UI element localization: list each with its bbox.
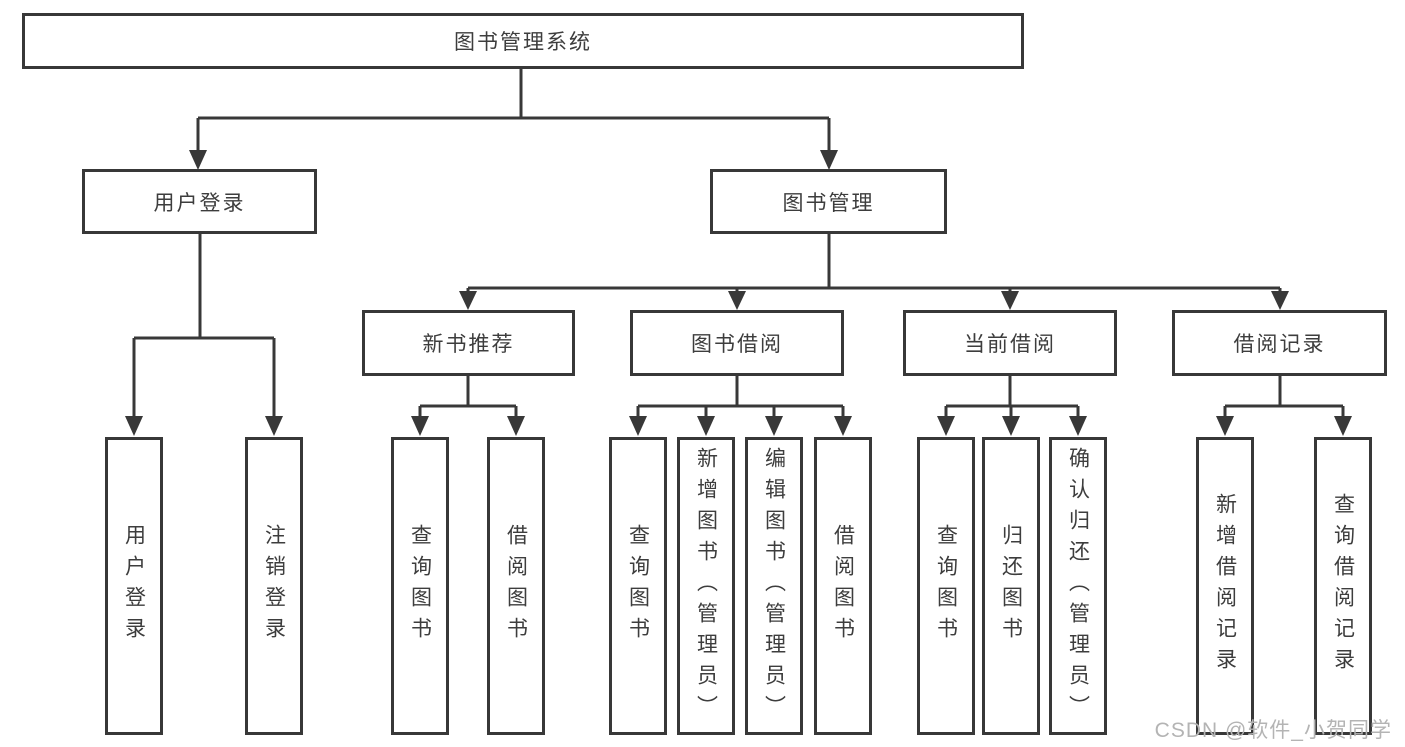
leaf-label: 借阅图书 bbox=[504, 524, 528, 648]
arrow-down-icon bbox=[411, 416, 429, 436]
connector-new-book-recommend bbox=[418, 375, 518, 422]
arrow-down-icon bbox=[820, 150, 838, 170]
leaf-query-book-recommend: 查询图书 bbox=[391, 437, 449, 735]
leaf-borrow-book: 借阅图书 bbox=[814, 437, 872, 735]
node-root: 图书管理系统 bbox=[22, 13, 1024, 69]
leaf-return-book: 归还图书 bbox=[982, 437, 1040, 735]
arrowheads bbox=[125, 150, 1352, 436]
leaf-user-login: 用户登录 bbox=[105, 437, 163, 735]
connector-book-management bbox=[466, 233, 1282, 296]
arrow-down-icon bbox=[937, 416, 955, 436]
node-user-login: 用户登录 bbox=[82, 169, 317, 234]
csdn-watermark: CSDN @软件_小贺同学 bbox=[1154, 719, 1392, 742]
leaf-edit-book-admin: 编辑图书（管理员） bbox=[745, 437, 803, 735]
leaf-query-book-borrow: 查询图书 bbox=[609, 437, 667, 735]
arrow-down-icon bbox=[765, 416, 783, 436]
leaf-label: 新增图书（管理员） bbox=[694, 446, 718, 726]
leaf-label: 查询图书 bbox=[934, 524, 958, 648]
arrow-down-icon bbox=[265, 416, 283, 436]
leaf-label: 借阅图书 bbox=[831, 524, 855, 648]
node-book-management: 图书管理 bbox=[710, 169, 947, 234]
leaf-confirm-return-admin: 确认归还（管理员） bbox=[1049, 437, 1107, 735]
node-book-borrow: 图书借阅 bbox=[630, 310, 844, 376]
arrow-down-icon bbox=[1271, 291, 1289, 310]
leaf-add-book-admin: 新增图书（管理员） bbox=[677, 437, 735, 735]
leaf-label: 确认归还（管理员） bbox=[1066, 446, 1090, 726]
arrow-down-icon bbox=[1216, 416, 1234, 436]
connector-borrow-records bbox=[1223, 375, 1345, 422]
leaf-query-borrow-record: 查询借阅记录 bbox=[1314, 437, 1372, 735]
arrow-down-icon bbox=[1002, 416, 1020, 436]
leaf-label: 查询图书 bbox=[626, 524, 650, 648]
arrow-down-icon bbox=[697, 416, 715, 436]
leaf-label: 用户登录 bbox=[122, 524, 146, 648]
connector-book-borrow bbox=[636, 375, 845, 422]
arrow-down-icon bbox=[1001, 291, 1019, 310]
arrow-down-icon bbox=[728, 291, 746, 310]
arrow-down-icon bbox=[834, 416, 852, 436]
leaf-label: 注销登录 bbox=[262, 524, 286, 648]
leaf-label: 编辑图书（管理员） bbox=[762, 446, 786, 726]
leaf-logout: 注销登录 bbox=[245, 437, 303, 735]
leaf-label: 新增借阅记录 bbox=[1213, 493, 1237, 679]
leaf-label: 查询借阅记录 bbox=[1331, 493, 1355, 679]
node-new-book-recommend: 新书推荐 bbox=[362, 310, 575, 376]
leaf-label: 查询图书 bbox=[408, 524, 432, 648]
leaf-add-borrow-record: 新增借阅记录 bbox=[1196, 437, 1254, 735]
arrow-down-icon bbox=[189, 150, 207, 170]
leaf-label: 归还图书 bbox=[999, 524, 1023, 648]
node-borrow-records: 借阅记录 bbox=[1172, 310, 1387, 376]
arrow-down-icon bbox=[1334, 416, 1352, 436]
arrow-down-icon bbox=[629, 416, 647, 436]
connector-root bbox=[196, 69, 831, 152]
arrow-down-icon bbox=[125, 416, 143, 436]
arrow-down-icon bbox=[459, 291, 477, 310]
arrow-down-icon bbox=[507, 416, 525, 436]
arrow-down-icon bbox=[1069, 416, 1087, 436]
leaf-query-book-current: 查询图书 bbox=[917, 437, 975, 735]
connector-current-borrow bbox=[944, 375, 1080, 422]
leaf-borrow-book-recommend: 借阅图书 bbox=[487, 437, 545, 735]
connector-user-login bbox=[132, 233, 276, 422]
node-current-borrow: 当前借阅 bbox=[903, 310, 1117, 376]
